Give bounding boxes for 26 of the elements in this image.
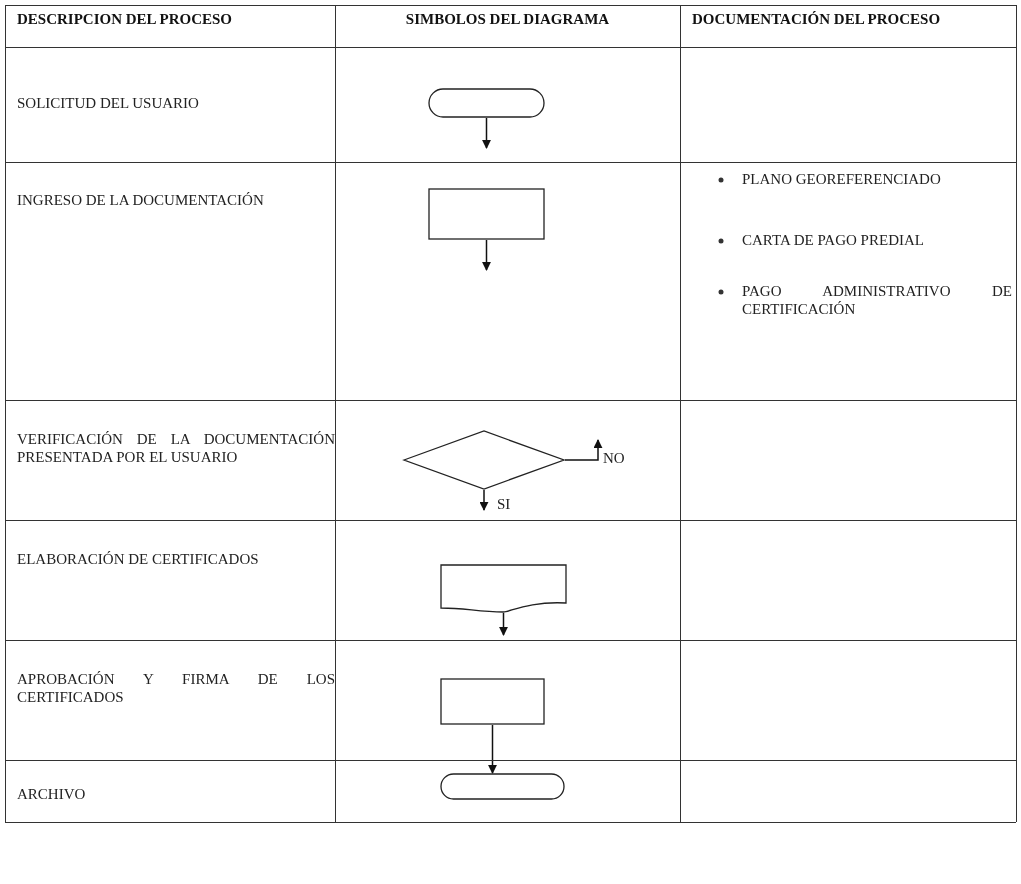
arrow — [479, 489, 489, 511]
step-description: SOLICITUD DEL USUARIO — [17, 94, 200, 112]
arrow — [499, 612, 508, 636]
step-description: INGRESO DE LA DOCUMENTACIÓN — [17, 191, 265, 209]
edge-label: SI — [497, 496, 511, 513]
process-box — [428, 188, 545, 240]
arrow — [488, 724, 497, 774]
list-item: CARTA DE PAGO PREDIAL — [742, 231, 925, 249]
list-item: PAGO ADMINISTRATIVO DE CERTIFICACIÓN — [742, 282, 1012, 318]
arrow — [482, 117, 491, 149]
arrow — [482, 239, 491, 271]
step-description: ARCHIVO — [17, 785, 87, 803]
column-header: SIMBOLOS DEL DIAGRAMA — [404, 10, 611, 28]
arrow — [564, 439, 603, 461]
process-box — [440, 678, 545, 725]
step-description: ELABORACIÓN DE CERTIFICADOS — [17, 550, 260, 568]
terminal-shape — [428, 88, 545, 118]
column-header: DOCUMENTACIÓN DEL PROCESO — [692, 10, 942, 28]
step-description: VERIFICACIÓN DE LA DOCUMENTACIÓN PRESENTADA POR EL USUARIO — [17, 430, 335, 466]
decision-diamond — [403, 430, 565, 490]
column-header: DESCRIPCION DEL PROCESO — [17, 10, 234, 28]
list-item: PLANO GEOREFERENCIADO — [742, 170, 942, 188]
document-shape — [440, 564, 567, 613]
edge-label: NO — [603, 450, 625, 467]
step-description: APROBACIÓN Y FIRMA DE LOS CERTIFICADOS — [17, 670, 335, 706]
terminal-shape — [440, 773, 565, 800]
